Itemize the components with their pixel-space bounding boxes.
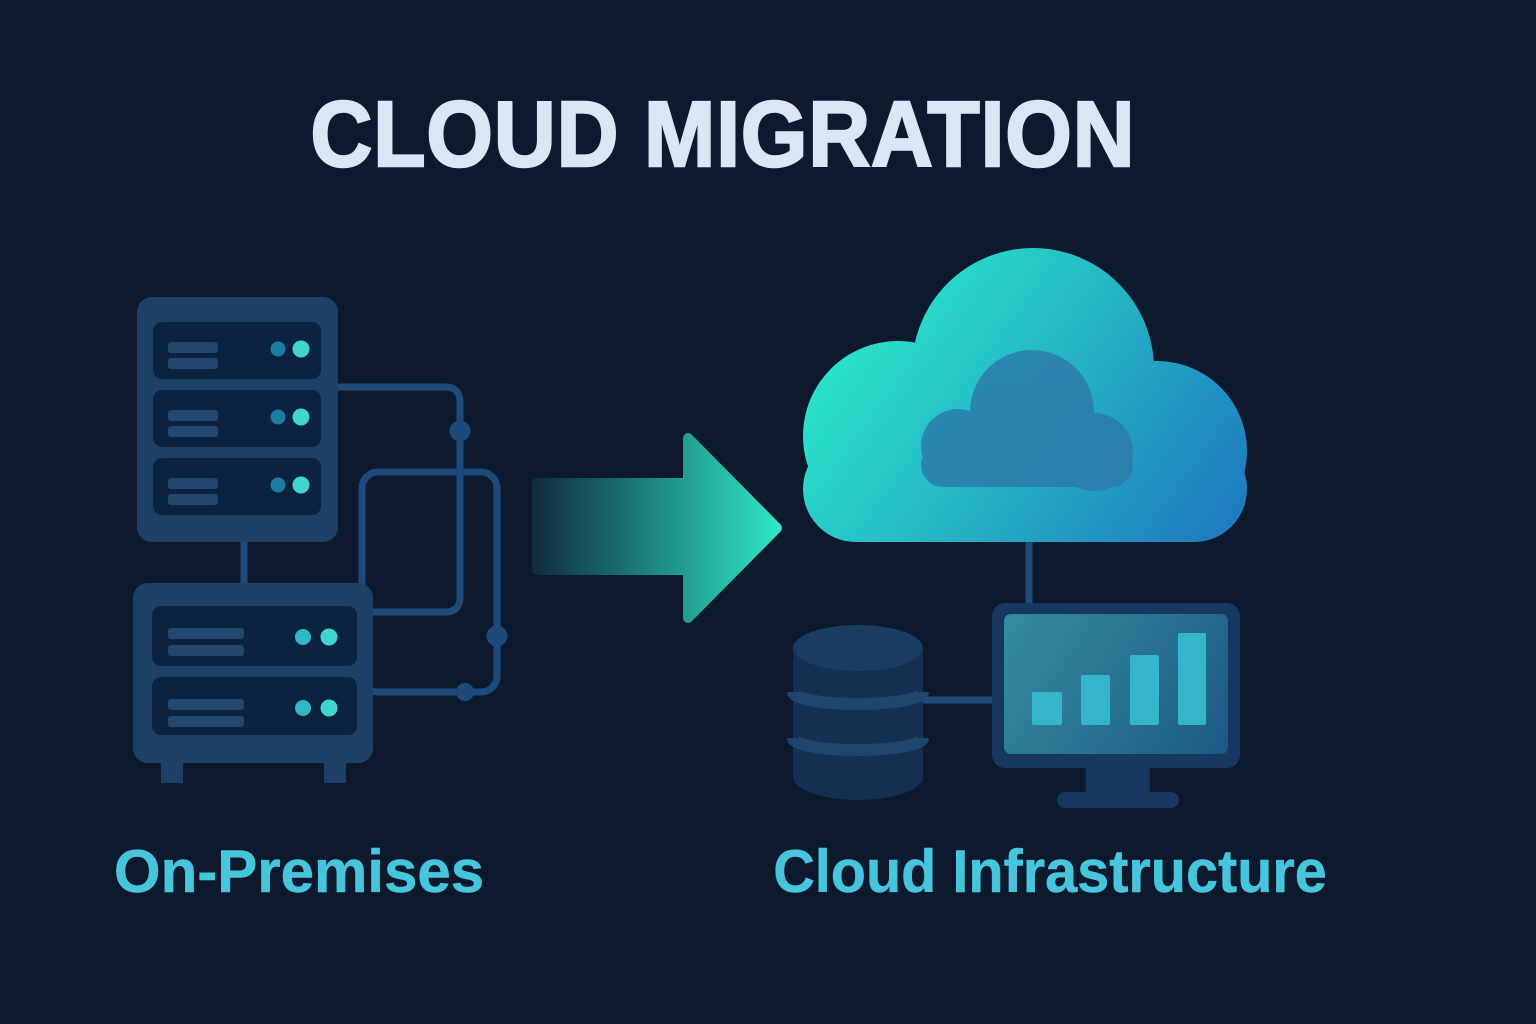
led-icon	[292, 340, 310, 358]
led-icon	[270, 341, 286, 357]
led-icon	[320, 628, 338, 646]
circuit-lines	[240, 383, 1033, 704]
database-body	[793, 648, 923, 800]
chart-bar	[1178, 633, 1206, 725]
chart-bar	[1081, 675, 1110, 725]
server-led-mid-lights	[295, 629, 311, 716]
chart-bar	[1130, 655, 1159, 725]
bar-chart-icon	[1032, 633, 1206, 725]
circuit-node	[449, 420, 471, 442]
led-icon	[270, 477, 286, 493]
monitor-bar-chart-icon	[992, 603, 1240, 808]
server-slot-vents	[168, 342, 244, 727]
server-foot	[161, 762, 183, 783]
led-icon	[292, 408, 310, 426]
label-on-premises: On-Premises	[113, 838, 485, 905]
migration-arrow-icon	[532, 433, 782, 623]
chart-bar	[1032, 692, 1062, 725]
server-foot	[324, 762, 346, 783]
database-bands	[787, 689, 929, 756]
led-icon	[295, 629, 311, 645]
circuit-node	[456, 683, 474, 701]
inner-cloud-icon	[921, 350, 1133, 491]
led-icon	[295, 700, 311, 716]
led-icon	[320, 699, 338, 717]
label-cloud-infrastructure: Cloud Infrastructure	[773, 838, 1327, 905]
circuit-trace-top	[334, 383, 464, 616]
led-icon	[270, 409, 286, 425]
circuit-nodes	[449, 420, 508, 701]
database-top	[793, 625, 923, 671]
page-title: CLOUD MIGRATION	[309, 82, 1136, 186]
server-led-bright-lights	[292, 340, 338, 717]
server-rack-icon	[133, 297, 373, 783]
circuit-node	[486, 625, 508, 647]
led-icon	[292, 476, 310, 494]
monitor-base	[1057, 792, 1179, 808]
circuit-trace-loop	[358, 468, 501, 696]
database-icon	[787, 625, 929, 800]
server-led-dim-lights	[270, 341, 286, 493]
